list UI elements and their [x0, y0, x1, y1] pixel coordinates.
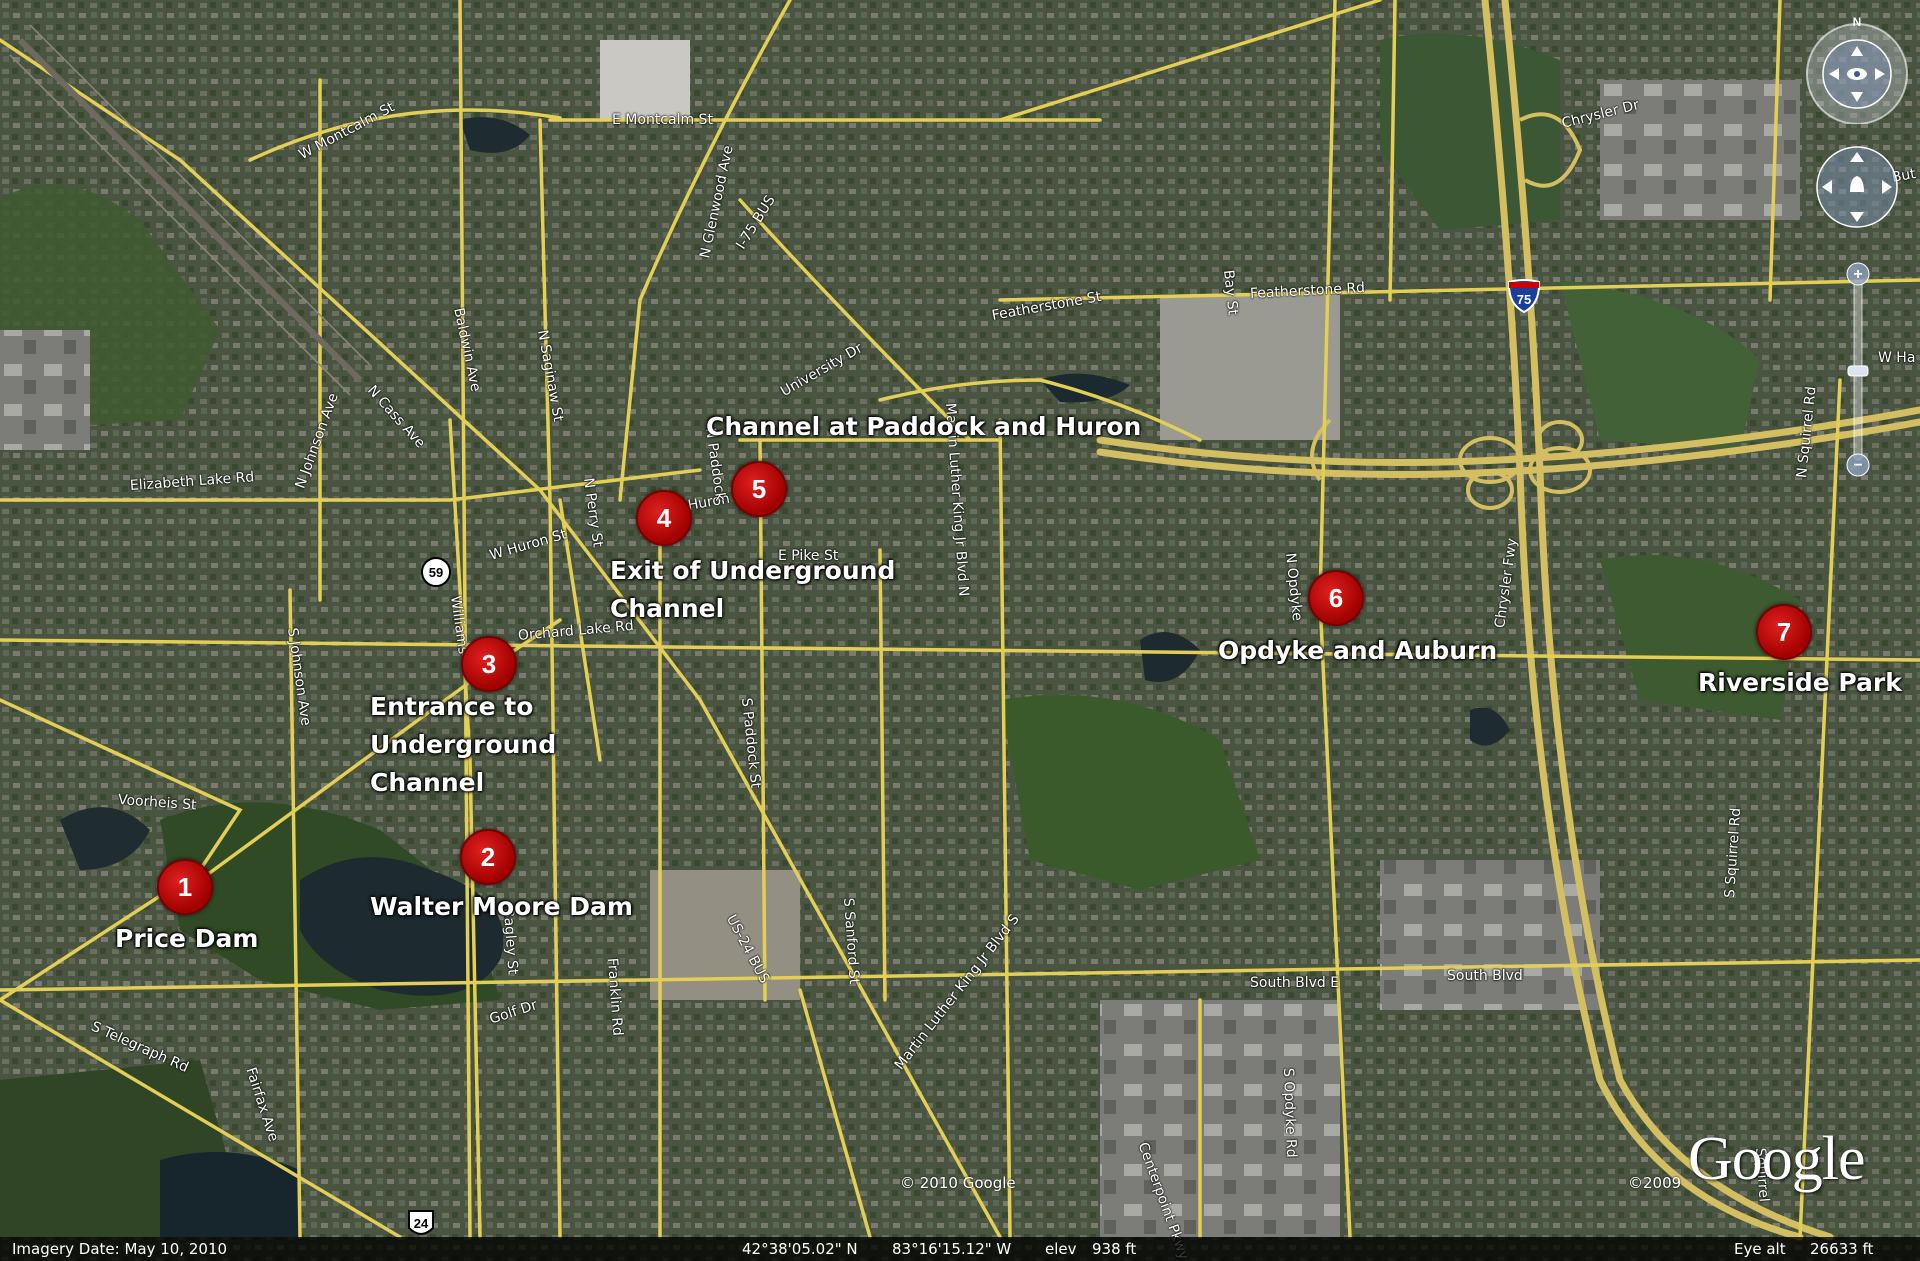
eye-alt-value: 26633 ft: [1810, 1240, 1874, 1258]
site-label-riverside-park: Riverside Park: [1698, 668, 1902, 697]
look-control[interactable]: N: [1802, 14, 1912, 124]
marker-6-opdyke-auburn[interactable]: 6: [1308, 570, 1364, 626]
m59-shield-icon: 59: [421, 557, 451, 587]
svg-text:59: 59: [429, 565, 443, 580]
status-bar: Imagery Date: May 10, 2010 42°38'05.02" …: [0, 1237, 1920, 1261]
zoom-thumb: [1847, 365, 1869, 377]
site-label-paddock-huron: Channel at Paddock and Huron: [706, 412, 1142, 441]
road-label-south-blvd: South Blvd: [1447, 968, 1523, 984]
svg-text:24: 24: [414, 1216, 429, 1231]
site-label-walter-moore-dam: Walter Moore Dam: [370, 892, 633, 921]
marker-1-price-dam[interactable]: 1: [157, 859, 213, 915]
road-label-w-ha: W Ha: [1878, 350, 1916, 366]
road-label-e-montcalm: E Montcalm St: [612, 112, 713, 128]
longitude: 83°16'15.12" W: [892, 1240, 1012, 1258]
marker-4-exit[interactable]: 4: [636, 490, 692, 546]
marker-7-riverside-park[interactable]: 7: [1756, 604, 1812, 660]
zoom-in-button: +: [1853, 266, 1862, 283]
marker-3-entrance[interactable]: 3: [461, 636, 517, 692]
road-label-s-opdyke: S Opdyke Rd: [1280, 1067, 1300, 1158]
zoom-out-button: −: [1853, 457, 1862, 474]
compass-north-label: N: [1853, 15, 1862, 29]
elevation-value: 938 ft: [1092, 1240, 1137, 1258]
marker-2-walter-moore-dam[interactable]: 2: [460, 829, 516, 885]
elevation-label: elev: [1045, 1240, 1077, 1258]
svg-text:75: 75: [1517, 292, 1531, 307]
site-label-exit: Exit of Underground Channel: [610, 556, 896, 623]
i75-shield-icon: 75: [1507, 279, 1541, 314]
eye-alt-label: Eye alt: [1734, 1240, 1786, 1258]
google-logo: Google: [1688, 1125, 1866, 1193]
move-control[interactable]: [1812, 142, 1902, 232]
marker-5-paddock-huron[interactable]: 5: [731, 461, 787, 517]
zoom-slider[interactable]: + −: [1845, 262, 1871, 477]
copyright-center: © 2010 Google: [900, 1174, 1016, 1192]
us24-shield-icon: 24: [408, 1210, 434, 1235]
latitude: 42°38'05.02" N: [742, 1240, 858, 1258]
road-label-south-blvd-e: South Blvd E: [1250, 975, 1340, 991]
site-label-opdyke-auburn: Opdyke and Auburn: [1218, 636, 1498, 665]
site-label-price-dam: Price Dam: [115, 924, 259, 953]
road-label-e-pike: E Pike St: [778, 548, 839, 564]
copyright-year: ©2009: [1628, 1174, 1682, 1192]
site-label-entrance: Entrance to Underground Channel: [370, 692, 557, 797]
hand-icon: [1850, 176, 1864, 192]
imagery-date: Imagery Date: May 10, 2010: [12, 1240, 228, 1258]
